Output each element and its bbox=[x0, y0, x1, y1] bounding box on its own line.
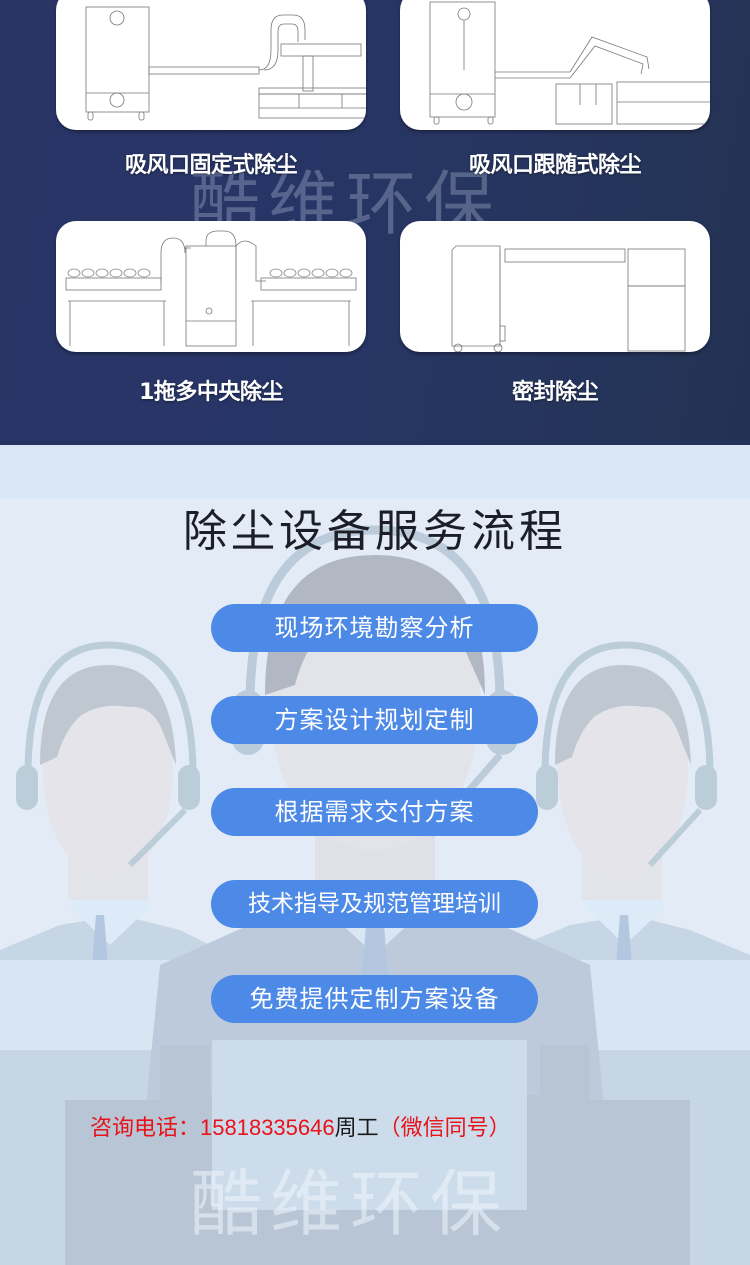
contact-line: 咨询电话：15818335646周工（微信同号） bbox=[90, 1110, 511, 1142]
step-free-equipment-button[interactable]: 免费提供定制方案设备 bbox=[211, 975, 538, 1023]
follow-intake-label: 吸风口跟随式除尘 bbox=[468, 153, 642, 178]
contact-suffix: （微信同号） bbox=[378, 1115, 511, 1140]
central-multi-card bbox=[56, 221, 366, 352]
sealed-label: 密封除尘 bbox=[511, 380, 599, 405]
service-process-title: 除尘设备服务流程 bbox=[183, 506, 567, 557]
service-process-section: 除尘设备服务流程 现场环境勘察分析 方案设计规划定制 根据需求交付方案 技术指导… bbox=[0, 445, 750, 1265]
contact-prefix: 咨询电话： bbox=[90, 1115, 201, 1140]
fixed-intake-label: 吸风口固定式除尘 bbox=[124, 153, 298, 178]
sealed-enclosure-diagram-icon bbox=[451, 245, 686, 352]
dust-methods-section: 酷维环保 吸风口固定式除尘 bbox=[0, 0, 750, 445]
central-multi-label: 1拖多中央除尘 bbox=[139, 380, 283, 405]
contact-phone-link[interactable]: 15818335646 bbox=[200, 1115, 335, 1140]
sealed-card bbox=[400, 221, 710, 352]
step-deliver-plan-button[interactable]: 根据需求交付方案 bbox=[211, 788, 538, 836]
section-divider-band bbox=[0, 445, 750, 498]
contact-person: 周工 bbox=[334, 1115, 379, 1140]
follow-intake-card bbox=[400, 0, 710, 130]
customer-service-agents-illustration bbox=[0, 525, 750, 1265]
step-site-survey-button[interactable]: 现场环境勘察分析 bbox=[211, 604, 538, 652]
step-training-button[interactable]: 技术指导及规范管理培训 bbox=[211, 880, 538, 928]
fixed-intake-diagram-icon bbox=[85, 6, 366, 121]
central-multi-station-diagram-icon bbox=[65, 230, 357, 347]
follow-intake-arm-diagram-icon bbox=[429, 1, 710, 125]
watermark-bottom: 酷维环保 bbox=[190, 1162, 511, 1246]
step-plan-design-button[interactable]: 方案设计规划定制 bbox=[211, 696, 538, 744]
fixed-intake-card bbox=[56, 0, 366, 130]
